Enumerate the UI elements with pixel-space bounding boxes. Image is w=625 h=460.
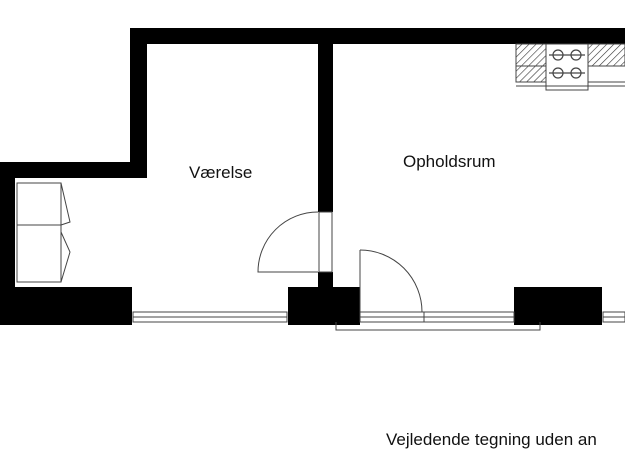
bedroom-door xyxy=(257,211,333,273)
wall-top xyxy=(130,28,625,44)
wall-step-horizontal xyxy=(0,162,147,178)
wall-left xyxy=(0,162,15,325)
room-label-living: Opholdsrum xyxy=(403,152,496,171)
wall-bottom-middle xyxy=(288,287,360,325)
balcony-door xyxy=(359,249,423,313)
wall-bottom-left xyxy=(0,287,132,325)
windows xyxy=(132,311,625,331)
disclaimer-note: Vejledende tegning uden an xyxy=(386,430,597,449)
wall-partition-lower xyxy=(318,272,333,288)
walls xyxy=(0,28,625,325)
room-label-bedroom: Værelse xyxy=(189,163,252,182)
kitchen-counter xyxy=(515,43,625,91)
stove-icon xyxy=(549,49,585,79)
wardrobe xyxy=(16,182,71,283)
balcony-sill xyxy=(335,322,541,331)
wall-bottom-right xyxy=(514,287,602,325)
wall-partition-upper xyxy=(318,44,333,212)
wall-step-vertical xyxy=(130,28,147,178)
